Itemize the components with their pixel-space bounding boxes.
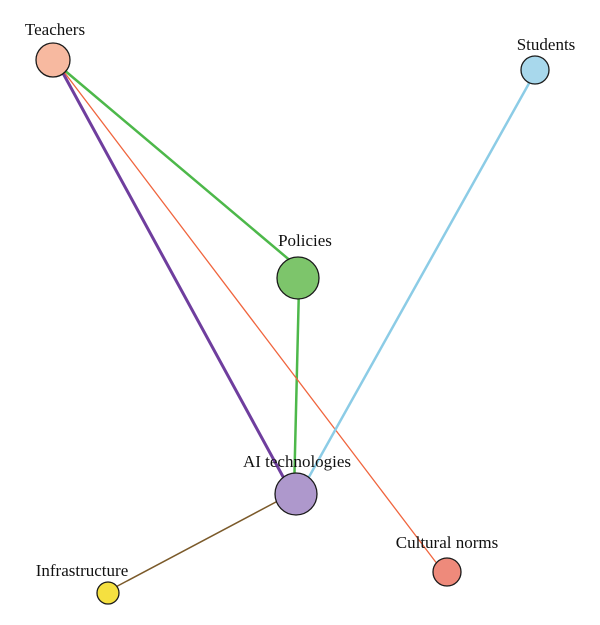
node-label-teachers: Teachers [25,20,85,39]
node-policies [276,256,320,300]
node-label-ai: AI technologies [243,452,351,471]
node-students [520,55,550,85]
edge-teachers-cultural [57,63,442,570]
node-cultural [432,557,462,587]
node-ai [274,472,318,516]
nodes-layer [35,42,550,605]
edge-students-ai [298,76,534,495]
edge-ai-infrastructure [109,493,292,591]
edge-teachers-policies [55,62,301,270]
node-teachers [35,42,71,78]
edge-policies-ai [292,284,301,495]
node-label-cultural: Cultural norms [396,533,498,552]
node-infrastructure [96,581,120,605]
edges-layer [55,62,534,591]
node-label-policies: Policies [278,231,332,250]
node-label-students: Students [517,35,576,54]
node-label-infrastructure: Infrastructure [36,561,129,580]
edge-teachers-ai [56,62,295,497]
